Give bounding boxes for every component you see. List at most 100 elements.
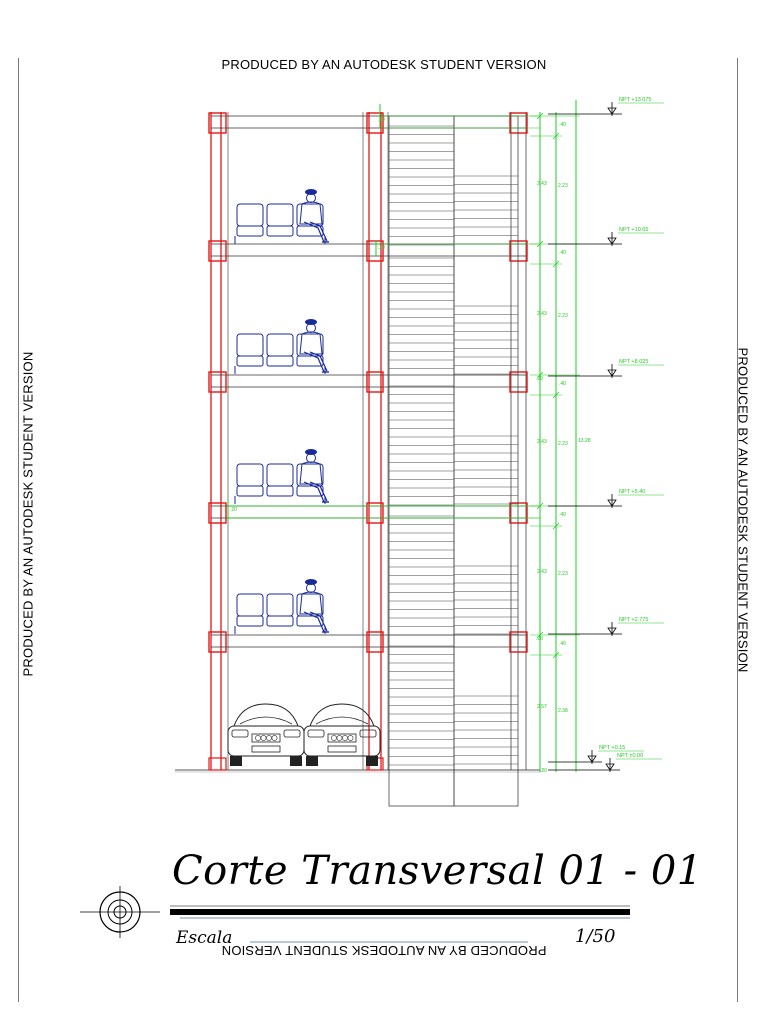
bench-seat xyxy=(296,485,324,497)
level-label-1: NPT +10.65 xyxy=(619,227,648,233)
dim-floor-clear-alt-3: 2.23 xyxy=(558,571,568,577)
beam-left-4 xyxy=(208,631,227,653)
dim-beam-depth-3: .40 xyxy=(559,512,566,518)
dim-tick xyxy=(552,260,560,268)
bench-seat xyxy=(296,355,324,367)
bench-seat xyxy=(236,485,264,497)
frame-right-line xyxy=(737,58,738,1002)
dim-ground-clear-alt: 2.38 xyxy=(558,708,568,714)
car-front-1 xyxy=(227,703,305,766)
bench-seat xyxy=(236,615,264,627)
level-marker-3: NPT +5.40 xyxy=(548,489,664,508)
bench-seat xyxy=(266,225,294,237)
car-windshield-icon xyxy=(239,716,293,725)
bench-seat-back xyxy=(236,593,264,617)
dim-beam-depth-4: .40 xyxy=(559,641,566,647)
dim-tick xyxy=(536,371,544,379)
bench-seat-back xyxy=(266,333,294,357)
dim-ground-clear: 2.57 xyxy=(537,704,547,710)
car-headlight-icon xyxy=(307,729,325,738)
beam-right-4 xyxy=(509,631,528,653)
figure-leg-icon xyxy=(303,351,325,373)
car-badge-icon xyxy=(266,735,272,741)
beam-right-0 xyxy=(509,112,528,134)
car-windshield-icon xyxy=(315,716,369,725)
bench-seat xyxy=(266,615,294,627)
dim-floor-clear-alt-0: 2.23 xyxy=(558,183,568,189)
beam-right-1 xyxy=(509,240,528,262)
figure-leg-icon xyxy=(309,221,328,242)
car-badge-icon xyxy=(255,735,261,741)
dim-slab-thickness-4: .20 xyxy=(536,636,543,642)
beam-mid-1 xyxy=(366,240,384,262)
level-label-6: NPT ±0.00 xyxy=(617,753,643,759)
dim-floor-clear-2: 2.43 xyxy=(537,439,547,445)
drawing-title: Corte Transversal 01 - 01 xyxy=(172,848,703,894)
bench-seat-back xyxy=(236,463,264,487)
level-marker-5: NPT +0.15 xyxy=(548,745,644,764)
dim-slab-thickness-2: .20 xyxy=(536,376,543,382)
bench-with-figure-1 xyxy=(234,189,329,244)
figure-leg-icon xyxy=(303,611,325,633)
car-wheel-icon xyxy=(290,756,302,766)
car-badge-icon xyxy=(271,735,278,741)
dim-floor-clear-3: 2.43 xyxy=(537,569,547,575)
figure-leg-icon xyxy=(309,481,328,502)
car-roof-icon xyxy=(233,703,299,727)
level-label-2: NPT +8.025 xyxy=(619,359,648,365)
bench-with-figure-4 xyxy=(234,579,329,634)
level-marker-1: NPT +10.65 xyxy=(548,227,664,246)
car-wheel-icon xyxy=(306,756,318,766)
dim-floor-clear-alt-1: 2.23 xyxy=(558,313,568,319)
dim-tick xyxy=(552,522,560,530)
figure-leg-icon xyxy=(303,481,325,503)
car-badge-icon xyxy=(331,735,337,741)
car-headlight-icon xyxy=(359,729,377,738)
bench-seat-back xyxy=(266,203,294,227)
structure-layer xyxy=(175,112,540,773)
bench-with-figure-2 xyxy=(234,319,329,374)
level-marker-0: NPT +13.075 xyxy=(548,97,664,116)
car-grille-icon xyxy=(251,733,281,743)
bench-with-figure-3 xyxy=(234,449,329,504)
bench-seat-back xyxy=(236,203,264,227)
car-plate-icon xyxy=(327,745,357,753)
figure-hat-icon xyxy=(305,449,317,455)
dim-slab-thickness-3: .20 xyxy=(230,507,237,513)
figure-body-icon xyxy=(299,201,323,225)
dim-tick xyxy=(536,631,544,639)
figure-hat-icon xyxy=(305,319,317,325)
level-label-3: NPT +5.40 xyxy=(619,489,645,495)
car-badge-icon xyxy=(260,735,267,741)
car-wheel-icon xyxy=(230,756,242,766)
dim-floor-clear-alt-2: 2.23 xyxy=(558,441,568,447)
dim-tick xyxy=(552,132,560,140)
furniture-layer xyxy=(227,189,381,766)
dim-slab-thickness-1: .20 xyxy=(378,245,385,251)
title-underline-thick xyxy=(170,909,630,915)
bench-seat xyxy=(266,355,294,367)
dim-floor-clear-0: 2.43 xyxy=(537,181,547,187)
beam-right-3 xyxy=(509,502,528,524)
level-label-5: NPT +0.15 xyxy=(599,745,625,751)
figure-hat-icon xyxy=(305,189,317,195)
beam-mid-3 xyxy=(366,502,384,524)
bench-seat-back xyxy=(266,463,294,487)
beam-left-2 xyxy=(208,371,227,393)
beam-left-3 xyxy=(208,502,227,524)
figure-leg-icon xyxy=(303,221,325,243)
figure-leg-icon xyxy=(309,611,328,632)
dim-beam-depth-1: .40 xyxy=(559,250,566,256)
level-label-0: NPT +13.075 xyxy=(619,97,651,103)
dim-beam-depth-2: .40 xyxy=(559,381,566,387)
dim-beam-depth-0: .40 xyxy=(559,122,566,128)
figure-body-icon xyxy=(299,331,323,355)
car-headlight-icon xyxy=(283,729,301,738)
dim-ground-slab: .20 xyxy=(540,768,547,774)
level-marker-4: NPT +2.775 xyxy=(548,617,664,636)
bench-seat xyxy=(296,615,324,627)
watermark-top: PRODUCED BY AN AUTODESK STUDENT VERSION xyxy=(221,57,547,72)
beam-mid-2 xyxy=(366,371,384,393)
ground-beam-left xyxy=(208,757,227,771)
